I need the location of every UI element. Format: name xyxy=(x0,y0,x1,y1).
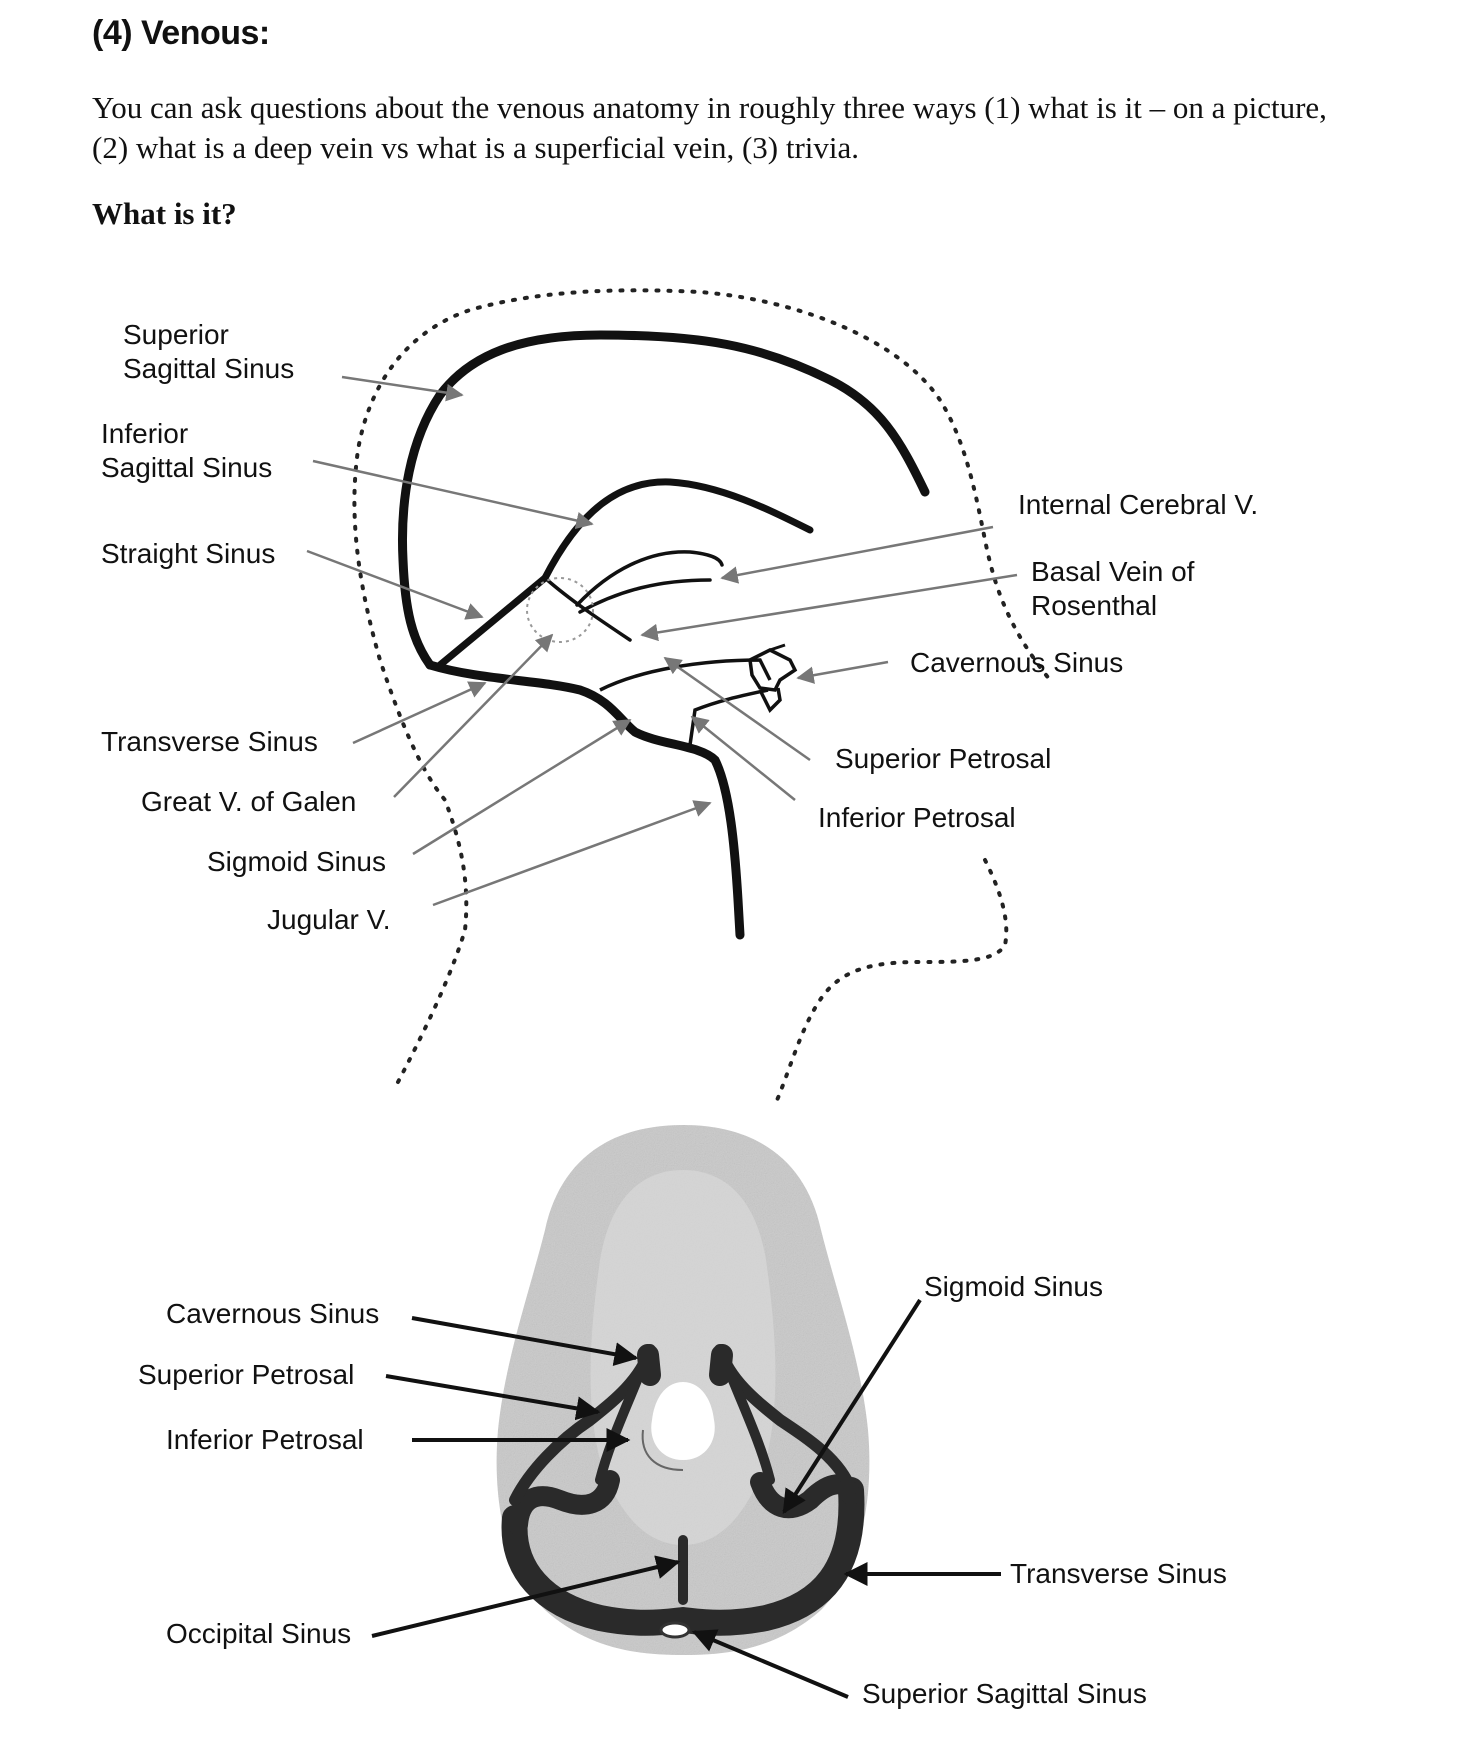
label-straight-sinus: Straight Sinus xyxy=(101,538,275,569)
skull-base-diagram: Cavernous Sinus Superior Petrosal Inferi… xyxy=(138,1125,1227,1709)
straight-sinus-path xyxy=(436,574,549,669)
great-vein-galen-circle xyxy=(526,577,594,643)
arrow-sv-sigmoid xyxy=(782,1298,922,1515)
sv-label-transverse-sinus: Transverse Sinus xyxy=(1010,1558,1227,1589)
superior-petrosal-path xyxy=(599,658,772,692)
cavernous-sinus-shape xyxy=(748,643,798,713)
section-heading: (4) Venous: xyxy=(92,14,270,52)
sv-label-sigmoid-sinus: Sigmoid Sinus xyxy=(924,1271,1103,1302)
left-cavernous-block xyxy=(637,1344,661,1386)
arrow-jugular-v xyxy=(432,800,712,907)
right-cavernous-block xyxy=(709,1344,733,1386)
arrow-sv-superior-sagittal xyxy=(691,1629,849,1699)
label-internal-cerebral-v: Internal Cerebral V. xyxy=(1018,489,1258,520)
label-inferior-petrosal: Inferior Petrosal xyxy=(818,802,1016,833)
arrow-cavernous-sinus xyxy=(796,660,889,684)
label-jugular-v: Jugular V. xyxy=(267,904,391,935)
label-great-v-galen: Great V. of Galen xyxy=(141,786,356,817)
basal-vein-path xyxy=(543,576,632,642)
arrow-superior-sagittal xyxy=(341,375,464,402)
label-transverse-sinus: Transverse Sinus xyxy=(101,726,318,757)
label-basal-vein-1: Basal Vein of xyxy=(1031,556,1195,587)
label-superior-sagittal-2: Sagittal Sinus xyxy=(123,353,294,384)
label-superior-petrosal: Superior Petrosal xyxy=(835,743,1051,774)
label-cavernous-sinus: Cavernous Sinus xyxy=(910,647,1123,678)
label-basal-vein-2: Rosenthal xyxy=(1031,590,1157,621)
arrow-basal-vein xyxy=(640,573,1018,642)
label-superior-sagittal-1: Superior xyxy=(123,319,229,350)
label-inferior-sagittal-1: Inferior xyxy=(101,418,188,449)
internal-cerebral-v-path-2 xyxy=(578,578,712,614)
arrow-sigmoid-sinus xyxy=(412,718,632,856)
arrow-straight-sinus xyxy=(306,549,484,620)
superior-sagittal-sinus-path xyxy=(398,330,930,670)
intro-paragraph: You can ask questions about the venous a… xyxy=(92,90,1327,165)
sv-label-inferior-petrosal: Inferior Petrosal xyxy=(166,1424,364,1455)
transverse-sigmoid-path xyxy=(425,660,745,940)
left-sigmoid-band xyxy=(508,1470,620,1535)
sv-label-cavernous-sinus: Cavernous Sinus xyxy=(166,1298,379,1329)
internal-cerebral-v-path xyxy=(575,550,724,607)
sv-label-occipital-sinus: Occipital Sinus xyxy=(166,1618,351,1649)
neck-outline xyxy=(773,858,1009,1107)
head-outline xyxy=(352,288,1052,1084)
arrow-sv-superior-petrosal xyxy=(385,1374,601,1421)
inferior-petrosal-path xyxy=(688,688,769,746)
arrow-sv-cavernous xyxy=(411,1316,639,1367)
subheading: What is it? xyxy=(92,196,237,231)
arrow-transverse-sinus xyxy=(352,681,487,745)
foramen-magnum xyxy=(651,1382,715,1460)
lateral-view-diagram: Superior Sagittal Sinus Inferior Sagitta… xyxy=(101,288,1258,1107)
arrow-sv-occipital xyxy=(371,1555,681,1638)
sv-label-superior-petrosal: Superior Petrosal xyxy=(138,1359,354,1390)
inferior-sagittal-sinus-path xyxy=(541,478,814,582)
sv-label-superior-sagittal-sinus: Superior Sagittal Sinus xyxy=(862,1678,1147,1709)
arrow-inferior-petrosal xyxy=(690,715,796,801)
arrow-great-v-galen xyxy=(393,633,554,798)
arrow-internal-cerebral xyxy=(720,525,994,584)
label-sigmoid-sinus: Sigmoid Sinus xyxy=(207,846,386,877)
superior-sagittal-sinus-loop xyxy=(659,1621,691,1639)
arrow-superior-petrosal xyxy=(663,656,811,762)
arrow-inferior-sagittal xyxy=(312,459,594,530)
label-inferior-sagittal-2: Sagittal Sinus xyxy=(101,452,272,483)
